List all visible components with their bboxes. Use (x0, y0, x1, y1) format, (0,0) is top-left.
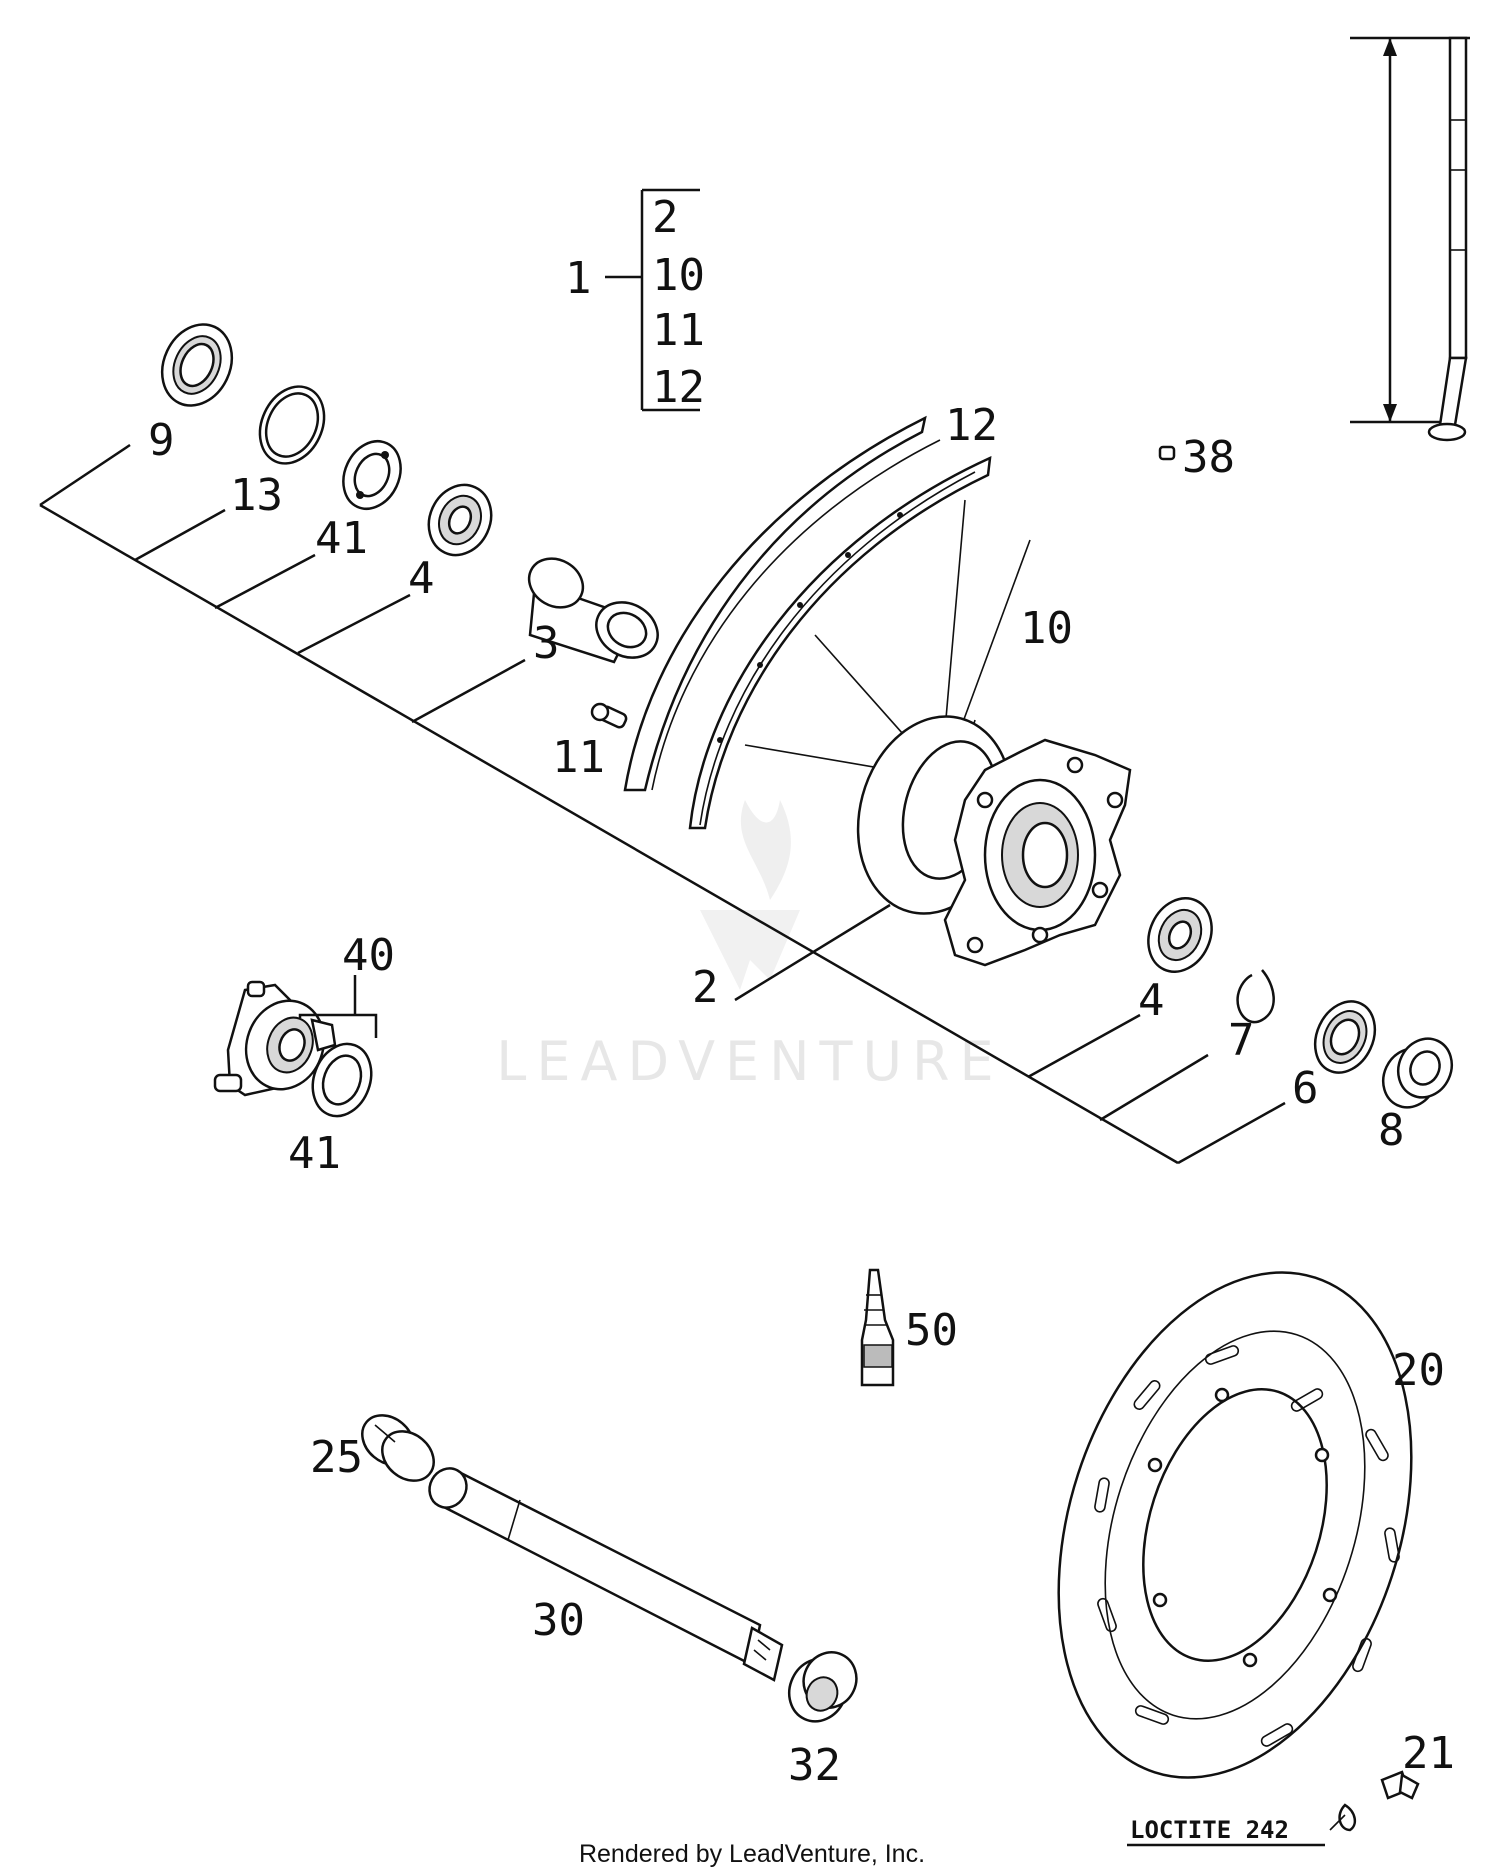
part-13-ring (258, 385, 326, 465)
part-4-bearing-left (427, 483, 493, 557)
footer-credit: Rendered by LeadVenture, Inc. (579, 1840, 925, 1868)
callout-4-left: 4 (408, 553, 435, 604)
part-11-spoke-nipple (590, 702, 628, 729)
callout-32: 32 (788, 1740, 841, 1791)
part-32-axle-nut (787, 1651, 858, 1723)
callout-6: 6 (1292, 1063, 1319, 1114)
callout-4-right: 4 (1138, 975, 1165, 1026)
axis-leader-lines (39, 443, 1286, 1165)
callout-12: 12 (945, 400, 998, 451)
part-20-brake-disc (1057, 1271, 1413, 1779)
part-8-spacer (1381, 1037, 1454, 1109)
bracket-parent-label: 1 (565, 253, 592, 304)
bracket-child-12: 12 (652, 362, 705, 413)
leader-4a (297, 593, 411, 655)
watermark-text: LEADVENTURE (496, 1030, 1003, 1093)
callout-40: 40 (342, 930, 395, 981)
callout-2: 2 (692, 962, 719, 1013)
bracket-40 (298, 975, 378, 1038)
callout-30: 30 (532, 1595, 585, 1646)
bracket-child-2: 2 (652, 192, 679, 243)
callout-38: 38 (1182, 432, 1235, 483)
part-40-speedometer-drive (213, 980, 337, 1097)
part-25-axle-spacer (361, 1414, 435, 1482)
leader-13 (134, 508, 226, 562)
part-41-retaining-plate (342, 440, 402, 510)
part-38-small-cap (1158, 445, 1176, 461)
disc-vent-slots (1094, 1345, 1400, 1747)
assembly-bracket (605, 188, 700, 412)
leader-41a (214, 553, 316, 610)
callout-7: 7 (1228, 1015, 1255, 1066)
leader-2 (734, 903, 891, 1002)
callout-9: 9 (148, 415, 175, 466)
callout-50: 50 (905, 1305, 958, 1356)
leader-4b (1027, 1013, 1141, 1079)
loctite-text: LOCTITE 242 (1130, 1816, 1289, 1844)
part-4-bearing-right (1147, 897, 1213, 973)
callout-41-lower: 41 (288, 1128, 341, 1179)
part-30-axle (428, 1467, 784, 1682)
loctite-note: LOCTITE 242 (1127, 1816, 1325, 1847)
callout-13: 13 (230, 470, 283, 521)
leader-3 (411, 658, 526, 724)
bracket-child-11: 11 (652, 305, 705, 356)
part-50-thread-locker-bottle (860, 1268, 895, 1387)
leader-7 (1099, 1053, 1209, 1122)
part-21-disc-bolt (1329, 1770, 1420, 1832)
leader-9 (39, 443, 131, 507)
callout-20: 20 (1392, 1345, 1445, 1396)
leader-6 (1177, 1101, 1286, 1165)
callout-41-upper: 41 (315, 513, 368, 564)
callout-8: 8 (1378, 1105, 1405, 1156)
part-6-shaft-seal (1313, 1000, 1377, 1074)
callout-3: 3 (533, 618, 560, 669)
callout-11: 11 (552, 732, 605, 783)
main-axis-line (39, 503, 1179, 1165)
bracket-child-10: 10 (652, 250, 705, 301)
callout-10: 10 (1020, 603, 1073, 654)
spoke-length-detail (1350, 36, 1470, 442)
callout-21: 21 (1402, 1728, 1455, 1779)
part-41-retaining-plate-2 (311, 1042, 373, 1118)
callout-25: 25 (310, 1432, 363, 1483)
wheel-rim-spokes-hub (623, 415, 1132, 967)
part-3-spacer-sleeve (527, 557, 659, 664)
part-7-circlip (1236, 969, 1275, 1024)
part-9-shaft-seal (160, 323, 234, 407)
